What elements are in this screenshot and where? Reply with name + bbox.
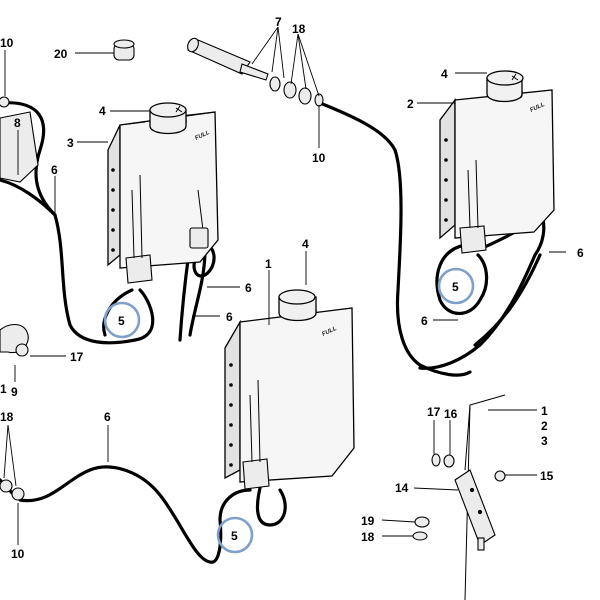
hose-bottom-loop — [255, 478, 287, 527]
reservoir-2: FULL — [439, 70, 555, 254]
callout-8: 8 — [14, 116, 21, 130]
callout-20: 20 — [54, 47, 68, 61]
callout-16: 16 — [444, 407, 458, 421]
callout-6-center-upper: 6 — [245, 281, 252, 295]
callout-10-topleft: 10 — [0, 36, 14, 50]
bracket-14 — [412, 394, 506, 600]
callout-6-center-lower: 6 — [226, 310, 233, 324]
small-parts — [0, 37, 506, 600]
highlight-ring-5-right — [437, 267, 475, 305]
callout-6-right-lower: 6 — [421, 314, 428, 328]
reservoir-1-holes — [229, 363, 233, 467]
hose-left-down-2 — [188, 248, 207, 337]
callout-5-left: 5 — [118, 314, 125, 328]
callout-6-left: 6 — [51, 163, 58, 177]
callout-14: 14 — [395, 481, 409, 495]
callout-17-right: 17 — [427, 405, 441, 419]
callout-9: 9 — [11, 385, 18, 399]
reservoir-3: FULL — [107, 102, 219, 284]
clamp-9 — [0, 324, 29, 357]
callout-5-bottom: 5 — [231, 529, 238, 543]
hose-left-tank — [0, 101, 155, 345]
reservoir-3-holes — [111, 168, 115, 252]
fitting-bottom-left — [0, 479, 25, 501]
leader-lines — [3, 26, 566, 545]
reservoir-1: FULL — [224, 289, 355, 490]
nozzle-7 — [187, 37, 269, 81]
hose-right-tank — [435, 243, 489, 316]
callout-18-top: 18 — [292, 22, 306, 36]
highlight-rings — [103, 267, 475, 554]
reservoir-2-pump — [459, 225, 487, 254]
reservoir-3-connector — [189, 227, 209, 249]
callout-2: 2 — [407, 97, 414, 111]
callout-1: 1 — [265, 257, 272, 271]
callout-1-right: 1 — [541, 404, 548, 418]
callout-17-left: 17 — [70, 350, 84, 364]
callout-3: 3 — [67, 136, 74, 150]
highlight-ring-5-left — [103, 301, 141, 339]
callout-18-right: 18 — [361, 530, 375, 544]
callout-3-right: 3 — [541, 434, 548, 448]
callout-19: 19 — [361, 514, 375, 528]
washers-18 — [269, 76, 324, 107]
callout-6-right: 6 — [577, 246, 584, 260]
clip-top-left — [0, 96, 39, 183]
callout-7: 7 — [275, 15, 282, 29]
hose-right-long — [473, 253, 542, 347]
reservoir-3-pump — [125, 254, 153, 284]
highlight-ring-5-bottom — [216, 516, 254, 554]
plug-20 — [113, 39, 135, 61]
callout-2-right: 2 — [541, 419, 548, 433]
callout-4-left: 4 — [99, 104, 106, 118]
callout-6-bottom: 6 — [104, 410, 111, 424]
callout-5-right: 5 — [452, 280, 459, 294]
hose-left-tank-2 — [0, 178, 57, 217]
callouts: 20 7 18 10 10 8 4 3 6 5 4 2 6 5 6 6 6 1 … — [0, 15, 584, 561]
reservoir-1-pump — [242, 458, 270, 490]
callout-15: 15 — [540, 469, 554, 483]
hose-bottom — [18, 465, 252, 564]
reservoir-2-holes — [444, 138, 448, 222]
callout-10-bottomleft: 10 — [11, 547, 25, 561]
callout-4-center: 4 — [302, 237, 309, 251]
callout-4-right: 4 — [441, 67, 448, 81]
callout-1-left: 1 — [0, 382, 7, 396]
callout-18-left: 18 — [0, 410, 14, 424]
callout-10-top: 10 — [312, 151, 326, 165]
